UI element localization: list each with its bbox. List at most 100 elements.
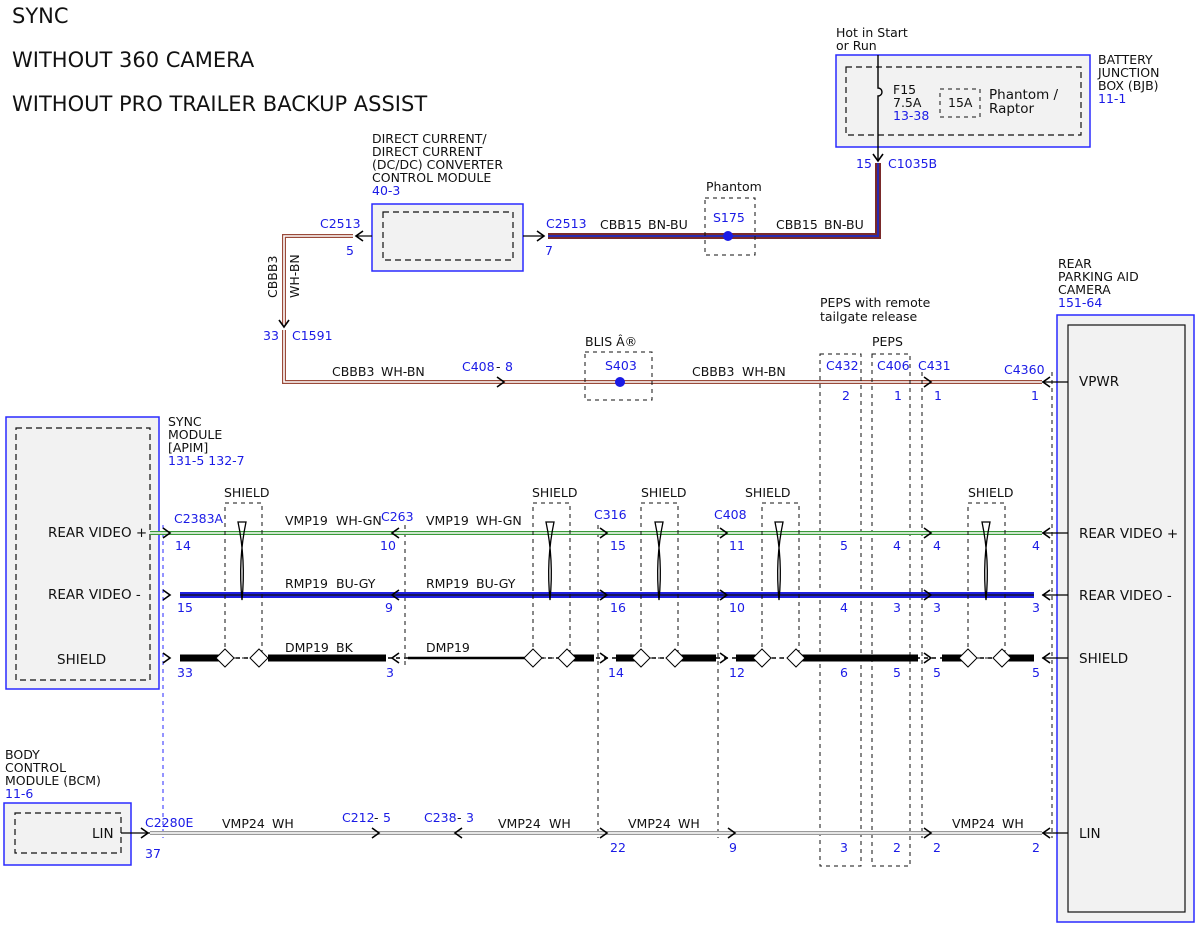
c316-pin-1: 15 — [610, 538, 626, 553]
vmp24-label-c: VMP24 — [628, 816, 671, 831]
splice-s403-id[interactable]: S403 — [605, 358, 637, 373]
arrow-icon — [390, 527, 400, 664]
shield-twists: SHIELD SHIELD SHIELD SHIELD SHIELD — [215, 485, 1014, 668]
dcdc-inner — [382, 211, 514, 261]
sync-pin-14: 14 — [175, 538, 191, 553]
c4360-vpwr-pin: 1 — [1031, 388, 1039, 403]
connector-columns — [162, 372, 1053, 838]
c1591[interactable]: C1591 — [292, 328, 333, 343]
camera-pin-vpwr: VPWR — [1079, 374, 1119, 390]
dmp19-label-b: DMP19 — [426, 640, 470, 655]
c408-pin-3: 12 — [729, 665, 745, 680]
blis-label: BLIS Â® — [585, 334, 637, 349]
sync-name2: MODULE — [168, 427, 222, 442]
c432-vpwr-pin: 2 — [842, 388, 850, 403]
bcm-ref[interactable]: 11-6 — [5, 786, 33, 801]
camera-pin-video-plus: REAR VIDEO + — [1079, 526, 1178, 542]
wh-label-b: WH — [549, 816, 571, 831]
title-without-360: WITHOUT 360 CAMERA — [12, 48, 255, 72]
peps-label: PEPS — [872, 334, 903, 349]
shield-label-3: SHIELD — [641, 485, 687, 500]
sync-pin-33: 33 — [177, 665, 193, 680]
wh-label-d: WH — [1002, 816, 1024, 831]
shield-twist-1: SHIELD — [215, 485, 270, 668]
sync-connector[interactable]: C2383A — [174, 511, 224, 526]
camera-inner — [1067, 324, 1186, 913]
whgn-label-a: WH-GN — [336, 513, 382, 528]
arrow-icon — [599, 827, 609, 839]
dcdc-left-connector[interactable]: C2513 — [320, 216, 361, 231]
c408-vpwr-conn[interactable]: C408 — [462, 359, 495, 374]
bjb-name2: JUNCTION — [1097, 65, 1159, 80]
c431-lin-pin: 2 — [933, 840, 941, 855]
c316-label[interactable]: C316 — [594, 507, 627, 522]
vert-color: WH-BN — [287, 254, 302, 298]
vpwr-color-a: WH-BN — [381, 364, 425, 379]
vpwr-color-b: WH-BN — [742, 364, 786, 379]
bjb-ref[interactable]: 11-1 — [1098, 91, 1126, 106]
c406-option-box — [871, 353, 911, 867]
alt-fuse-note1: Phantom / — [989, 87, 1059, 103]
c406-pin-1: 4 — [893, 538, 901, 553]
sync-pin-15: 15 — [177, 600, 193, 615]
dcdc-box — [371, 203, 524, 272]
c263-label[interactable]: C263 — [381, 509, 414, 524]
c1591-pin: 33 — [263, 328, 279, 343]
c406-label[interactable]: C406 — [877, 358, 910, 373]
c212-pin: 5 — [383, 810, 391, 825]
c4360-label[interactable]: C4360 — [1004, 362, 1045, 377]
arrow-icon — [923, 827, 933, 839]
shield-diamond-icon — [958, 648, 1012, 668]
dmp19-label-a: DMP19 — [285, 640, 329, 655]
c4360-lin-pin: 2 — [1032, 840, 1040, 855]
dcdc-ref[interactable]: 40-3 — [372, 183, 400, 198]
sync-ref[interactable]: 131-5 132-7 — [168, 453, 245, 468]
bcm-connector[interactable]: C2280E — [145, 815, 194, 830]
camera-module: REAR PARKING AID CAMERA 151-64 VPWR REAR… — [1042, 256, 1195, 923]
sync-inner — [15, 427, 151, 681]
camera-ref[interactable]: 151-64 — [1058, 295, 1102, 310]
c4360-pin-2: 3 — [1032, 600, 1040, 615]
bjb-inner-dashed — [845, 66, 1082, 136]
c408-label[interactable]: C408 — [714, 507, 747, 522]
wh-label-a: WH — [272, 816, 294, 831]
c432-label[interactable]: C432 — [826, 358, 859, 373]
bjb-hot-line1: Hot in Start — [836, 25, 908, 40]
bcm-module: BODY CONTROL MODULE (BCM) 11-6 LIN C2280… — [3, 747, 194, 866]
vpwr-wire-a: CBBB3 — [332, 364, 374, 379]
c406-pin-3: 5 — [893, 665, 901, 680]
wire-label-cbb15-b: CBB15 — [776, 217, 818, 232]
sync-name1: SYNC — [168, 414, 202, 429]
c431-pin-2: 3 — [933, 600, 941, 615]
bjb-hot-line2: or Run — [836, 38, 877, 53]
bcm-pin-lin: LIN — [92, 826, 114, 842]
bjb-connector[interactable]: C1035B — [888, 156, 937, 171]
dcdc-name3: (DC/DC) CONVERTER — [372, 157, 503, 172]
dcdc-name2: DIRECT CURRENT — [372, 144, 483, 159]
wire-lin: VMP24 WH VMP24 WH VMP24 WH VMP24 WH C212… — [150, 810, 1042, 855]
c212-label[interactable]: C212 — [342, 810, 375, 825]
c4360-pin-3: 5 — [1032, 665, 1040, 680]
rmp19-label-b: RMP19 — [426, 576, 469, 591]
c431-label[interactable]: C431 — [918, 358, 951, 373]
sync-pin-shield: SHIELD — [57, 652, 106, 668]
arrow-icon — [719, 527, 729, 664]
fuse-ref[interactable]: 13-38 — [893, 108, 929, 123]
peps-remote-line1: PEPS with remote — [820, 295, 931, 310]
c408-vpwr-arrow-icon — [496, 376, 506, 388]
c238-label[interactable]: C238 — [424, 810, 457, 825]
peps-options: PEPS with remote tailgate release PEPS C… — [819, 295, 1045, 867]
splice-s175-id[interactable]: S175 — [713, 210, 745, 225]
c263-pin-1: 10 — [380, 538, 396, 553]
sync-box — [5, 416, 160, 690]
c408-vpwr-pin: 8 — [505, 359, 513, 374]
bugy-label-b: BU-GY — [476, 576, 516, 591]
bjb-module: Hot in Start or Run F15 7.5A 13-38 15A P… — [835, 25, 1159, 171]
arrow-icon — [453, 827, 463, 839]
wire-cbbb3: CBBB3 WH-BN 33 C1591 CBBB3 WH-BN CBBB3 W… — [263, 234, 1051, 388]
c4360-pin-1: 4 — [1032, 538, 1040, 553]
fuse-icon — [877, 55, 883, 160]
c432-pin-1: 5 — [840, 538, 848, 553]
shield-label-5: SHIELD — [968, 485, 1014, 500]
dcdc-right-connector[interactable]: C2513 — [546, 216, 587, 231]
